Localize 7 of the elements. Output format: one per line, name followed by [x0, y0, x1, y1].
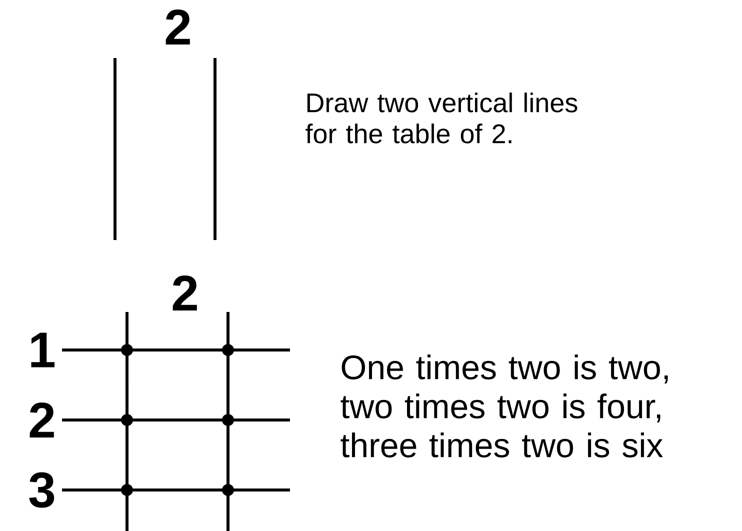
row-number: 1 [31, 332, 54, 368]
column-number: 2 [166, 10, 190, 44]
column-number: 2 [172, 276, 197, 310]
multiplication-sentence: One times two is two, two times two is four, three times two is six [340, 354, 668, 458]
row-number: 2 [30, 402, 54, 438]
instruction-text: Draw two vertical lines for the table of 2. [306, 92, 578, 144]
row-number: 3 [29, 472, 54, 508]
